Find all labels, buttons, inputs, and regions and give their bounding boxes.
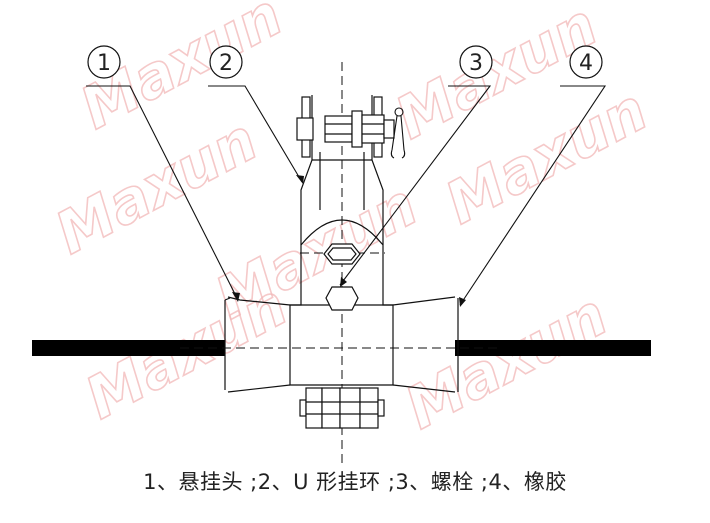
hex-bolt <box>323 243 361 311</box>
callout-1: 1 <box>87 45 121 79</box>
callout-circle <box>569 45 603 79</box>
conductor-cable <box>32 340 651 356</box>
callout-circle <box>209 45 243 79</box>
callout-number: 2 <box>219 51 233 76</box>
bottom-keeper-bolts <box>299 387 385 429</box>
rubber-sleeve <box>224 296 459 393</box>
callout-circle <box>459 45 493 79</box>
cable-left <box>32 340 225 356</box>
callout-4: 4 <box>569 45 603 79</box>
leader-lines <box>86 85 607 306</box>
callout-circle <box>87 45 121 79</box>
callout-number: 3 <box>469 51 483 76</box>
callout-3: 3 <box>459 45 493 79</box>
callout-number: 1 <box>97 51 111 76</box>
cable-right <box>455 340 651 356</box>
callout-number: 4 <box>579 51 593 76</box>
watermark-text: Maxun <box>45 106 268 268</box>
leader-arrows <box>232 175 466 307</box>
top-pin-bolt <box>296 110 395 148</box>
watermark-text: Maxun <box>205 171 428 333</box>
cotter-pin <box>390 107 406 159</box>
parts-legend-caption: 1、悬挂头 ;2、U 形挂环 ;3、螺栓 ;4、橡胶 <box>143 470 567 494</box>
callout-2: 2 <box>209 45 243 79</box>
watermark-text: Maxun <box>395 281 618 443</box>
